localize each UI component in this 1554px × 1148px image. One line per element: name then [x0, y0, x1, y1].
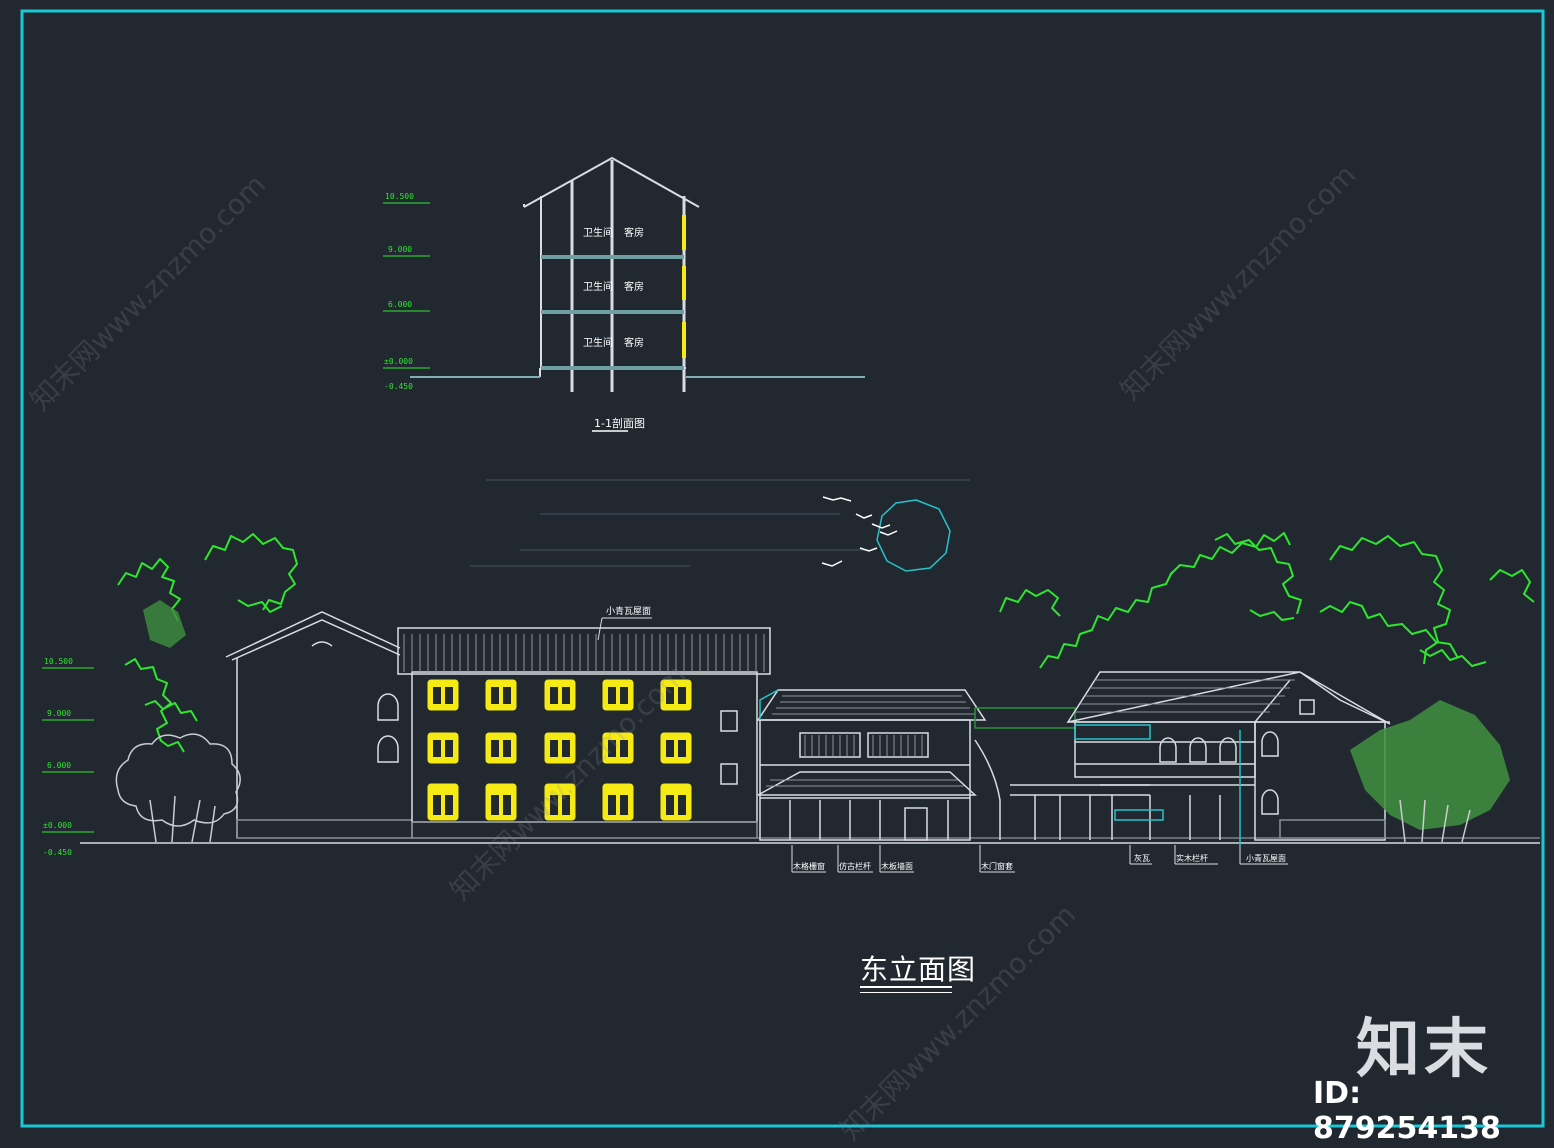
annotation-label: 灰瓦: [1134, 853, 1150, 863]
elevation-label: 6.000: [388, 300, 412, 309]
tree-left-foliage: [143, 600, 186, 648]
window-panes: [433, 687, 686, 815]
window-row-2: [427, 732, 692, 764]
elevation-label: -0.450: [43, 848, 72, 857]
sky-lines: [470, 479, 970, 567]
section-drawing: [410, 156, 865, 392]
right-building: [1066, 671, 1391, 845]
elevation-label: -0.450: [384, 382, 413, 391]
room-label: 客房: [624, 280, 644, 293]
room-label: 客房: [624, 226, 644, 239]
brand-logo: 知末: [1356, 1013, 1492, 1087]
right-roof-tiles: [1075, 679, 1295, 713]
main-building: [397, 627, 771, 839]
annotation-label: 小青瓦屋面: [1246, 853, 1286, 863]
room-label: 卫生间: [583, 280, 613, 293]
birds-icon: [821, 496, 898, 567]
roof-callout: 小青瓦屋面: [606, 605, 651, 617]
brand-id: ID: 879254138: [1313, 1076, 1501, 1146]
room-label: 客房: [624, 336, 644, 349]
room-label: 卫生间: [583, 336, 613, 349]
elevation-label: ±0.000: [43, 821, 72, 830]
drawing-frame: [20, 9, 1545, 1128]
tree-right-foliage: [1350, 700, 1510, 830]
section-title: 1-1剖面图: [594, 416, 645, 430]
drawing-title: 东立面图: [860, 953, 977, 986]
elevation-label: 10.500: [44, 657, 73, 666]
elevation-label: 9.000: [47, 709, 71, 718]
middle-building: [756, 689, 987, 841]
section-elevation-marks: 10.500 9.000 6.000 ±0.000 -0.450: [383, 192, 430, 391]
moon-icon: [876, 499, 951, 572]
tree-left-small: [115, 733, 241, 843]
elevation-label: 9.000: [388, 245, 412, 254]
bottom-annotations: 木格栅窗 仿古栏杆 木板墙面 木门窗套 灰瓦 实木栏杆 小青瓦屋面: [791, 845, 1288, 873]
section-room-labels: 卫生间 客房 卫生间 客房 卫生间 客房: [583, 226, 644, 349]
room-label: 卫生间: [583, 226, 613, 239]
elevation-label: 6.000: [47, 761, 71, 770]
annotation-label: 木板墙面: [881, 861, 913, 871]
annotation-label: 实木栏杆: [1176, 853, 1208, 863]
title-underline: [860, 986, 952, 988]
elevation-marks: 10.500 9.000 6.000 ±0.000 -0.450: [42, 657, 94, 857]
left-gable-building: [225, 611, 413, 839]
elevation-label: ±0.000: [384, 357, 413, 366]
elevation-label: 10.500: [385, 192, 414, 201]
annotation-label: 木门窗套: [981, 861, 1013, 871]
annotation-label: 木格栅窗: [793, 861, 825, 871]
middle-roof-tiles: [766, 695, 975, 787]
tree-left-canopy: [117, 533, 298, 753]
annotation-label: 仿古栏杆: [839, 861, 871, 871]
tree-right-trunks: [1399, 799, 1471, 843]
title-underline-thin: [860, 992, 952, 993]
tree-right-canopy: [999, 532, 1535, 669]
